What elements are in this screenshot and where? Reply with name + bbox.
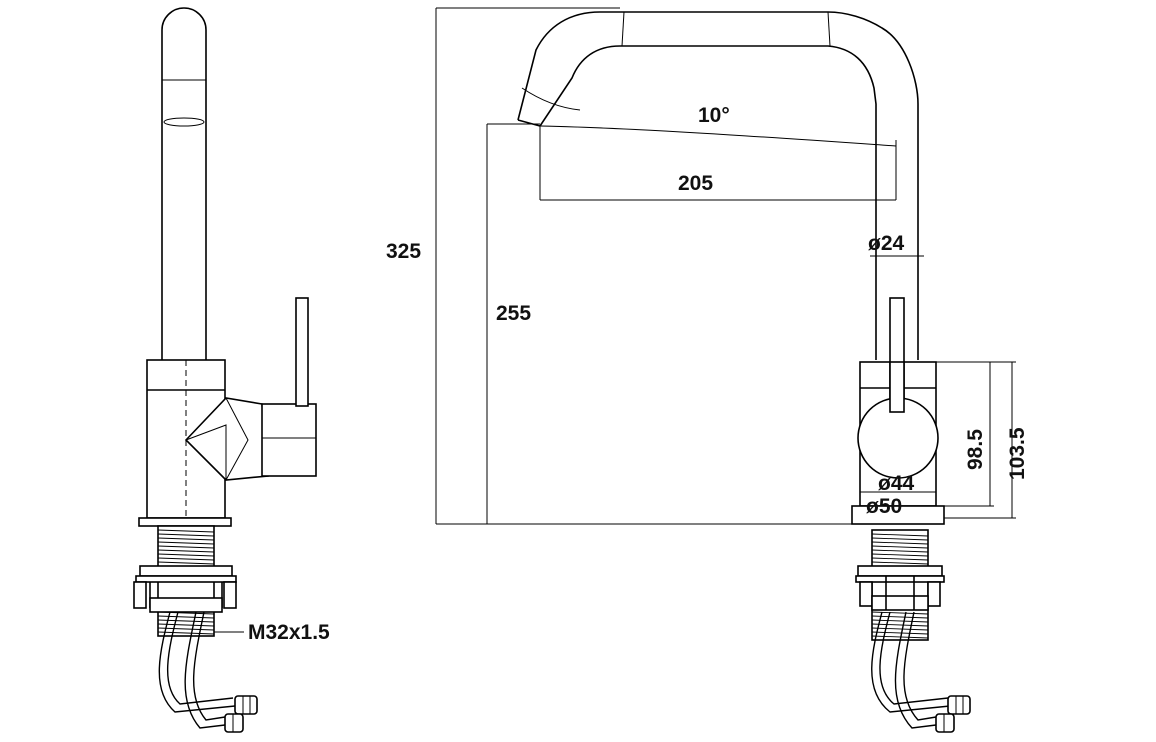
thread-line [871, 537, 929, 541]
thread-line [871, 553, 929, 557]
thread-line [157, 533, 215, 537]
thread-line [871, 561, 929, 565]
side-lever-base [261, 403, 317, 477]
thread-line [157, 549, 215, 553]
thread-line [157, 541, 215, 545]
thread-line [871, 631, 929, 635]
spout-reach-label: 205 [678, 172, 713, 195]
thread-line [871, 541, 929, 545]
side-spout-tube [161, 7, 207, 360]
thread-line [871, 545, 929, 549]
thread-line [157, 615, 215, 619]
overall-height-label: 325 [386, 240, 421, 263]
side-hose-2 [184, 611, 226, 729]
thread-line [157, 627, 215, 631]
spout-height-label: 255 [496, 302, 531, 325]
thread-line [871, 623, 929, 627]
thread-line [871, 549, 929, 553]
thread-line [871, 627, 929, 631]
thread-line [871, 533, 929, 537]
front-view: 325 255 10° 205 ø24 ø44 [386, 7, 1029, 733]
side-view: M32x1.5 [133, 7, 330, 733]
thread-line [157, 631, 215, 635]
front-base-ring [851, 505, 945, 525]
spout-diameter-label: ø24 [868, 232, 905, 255]
body-diameter-label: ø44 [878, 472, 915, 495]
front-hose-1 [871, 611, 951, 713]
body-height-inner-label: 98.5 [964, 429, 987, 470]
front-spout-arch [539, 45, 877, 360]
side-lever-handle [295, 297, 309, 407]
thread-line [157, 561, 215, 565]
body-height-outer-label: 103.5 [1006, 427, 1029, 480]
front-hose-2 [894, 611, 937, 729]
thread-line [871, 635, 929, 639]
swivel-angle-label: 10° [698, 104, 730, 127]
thread-line [157, 553, 215, 557]
thread-line [157, 557, 215, 561]
base-diameter-label: ø50 [866, 495, 902, 518]
thread-line [871, 557, 929, 561]
thread-line [157, 537, 215, 541]
side-base-ring [138, 517, 232, 527]
thread-line [157, 545, 215, 549]
thread-line [157, 529, 215, 533]
thread-line [871, 619, 929, 623]
side-hose-1 [158, 611, 236, 713]
thread-spec-label: M32x1.5 [248, 621, 330, 644]
